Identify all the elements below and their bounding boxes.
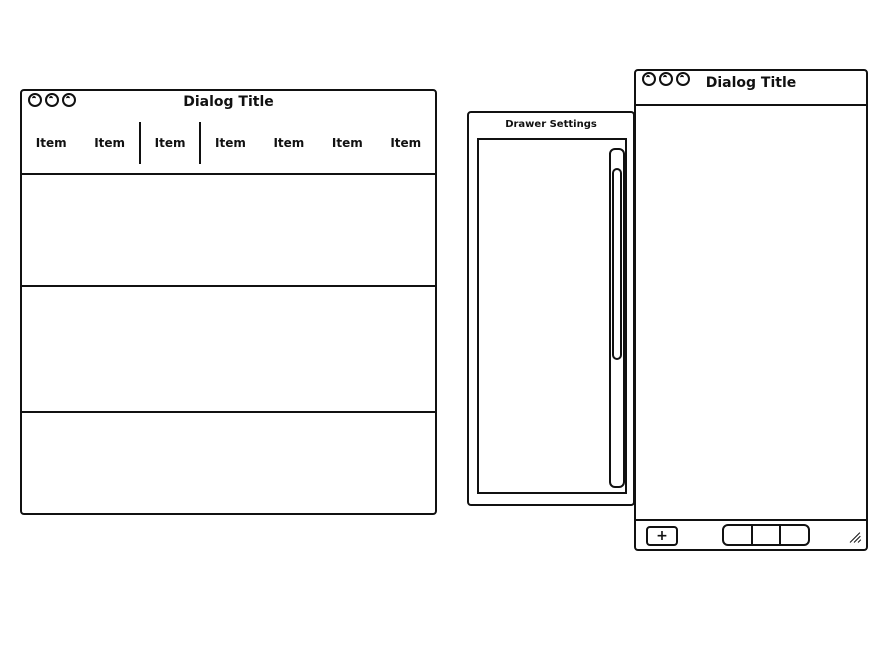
drawer-scrollbar[interactable]	[609, 148, 625, 488]
plus-icon: +	[656, 528, 668, 544]
tab-bar: Item Item Item Item Item Item Item	[22, 117, 435, 169]
tab-item-6[interactable]: Item	[331, 136, 363, 150]
drawer-title: Drawer Settings	[505, 119, 597, 130]
close-window-icon[interactable]	[28, 93, 42, 107]
minimize-window-icon[interactable]	[659, 72, 673, 86]
drawer-content-area	[477, 138, 627, 494]
right-dialog-window: Dialog Title +	[634, 69, 868, 551]
tab-item-7[interactable]: Item	[390, 136, 422, 150]
window-controls	[642, 72, 690, 86]
segment-2[interactable]	[750, 526, 780, 544]
tab-item-4[interactable]: Item	[215, 136, 246, 150]
dialog-footer: +	[636, 521, 866, 549]
drawer-panel: Drawer Settings	[467, 111, 635, 506]
resize-grip-icon[interactable]	[849, 531, 862, 543]
dialog-body	[636, 106, 866, 519]
maximize-window-icon[interactable]	[62, 93, 76, 107]
tab-item-3-active[interactable]: Item	[138, 122, 202, 164]
tab-item-2[interactable]: Item	[94, 136, 126, 150]
content-row-3	[22, 413, 435, 513]
segment-1[interactable]	[724, 526, 751, 544]
segmented-control	[722, 524, 810, 546]
maximize-window-icon[interactable]	[676, 72, 690, 86]
tab-item-1[interactable]: Item	[35, 136, 67, 150]
dialog-title: Dialog Title	[183, 94, 274, 110]
add-button[interactable]: +	[646, 526, 678, 546]
row-divider-2	[22, 411, 435, 413]
close-window-icon[interactable]	[642, 72, 656, 86]
left-dialog-window: Dialog Title Item Item Item Item Item It…	[20, 89, 437, 515]
footer-divider	[636, 519, 866, 521]
tab-bar-divider	[22, 173, 435, 175]
tab-item-5[interactable]: Item	[273, 136, 305, 150]
minimize-window-icon[interactable]	[45, 93, 59, 107]
row-divider-1	[22, 285, 435, 287]
content-row-2	[22, 287, 435, 411]
content-row-1	[22, 175, 435, 285]
dialog-title: Dialog Title	[705, 75, 797, 91]
drawer-scrollbar-thumb[interactable]	[612, 168, 622, 360]
window-controls	[28, 93, 76, 107]
title-bar-divider	[636, 104, 866, 106]
segment-3[interactable]	[779, 526, 808, 544]
